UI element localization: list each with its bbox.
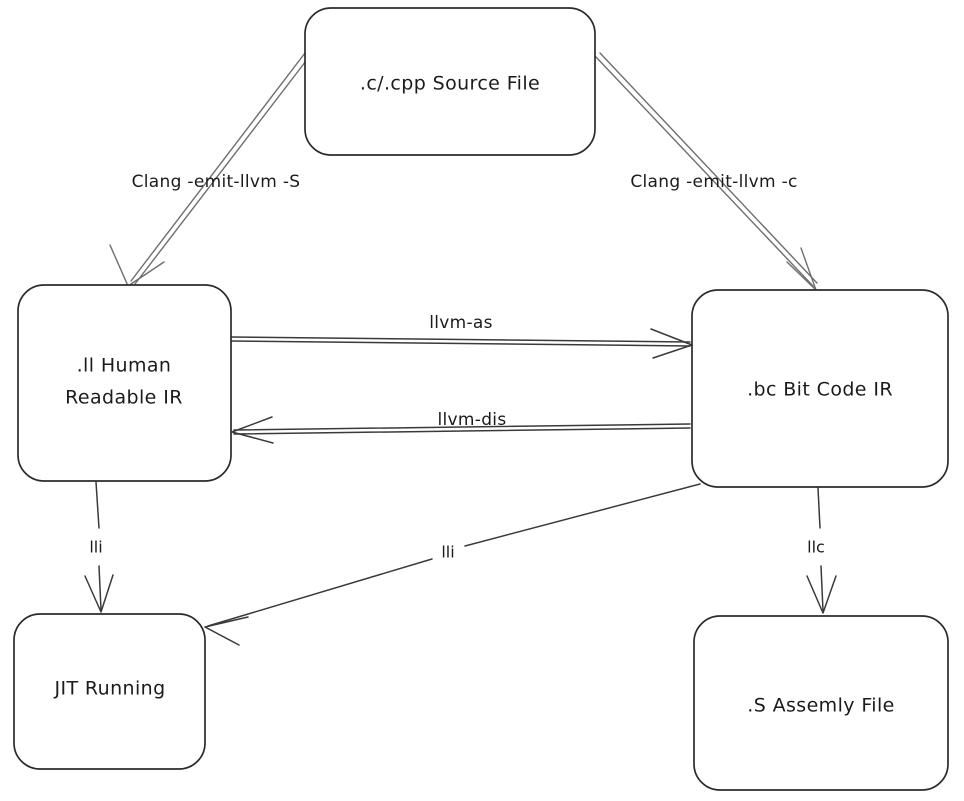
edge-label-clang-emit-llvm-c: Clang -emit-llvm -c [630, 172, 797, 192]
node-bc-ir[interactable]: .bc Bit Code IR [691, 289, 949, 488]
edge-label-lli-bc: lli [441, 543, 454, 562]
node-jit-running[interactable]: JIT Running [13, 613, 206, 770]
edge-ll-to-bc [230, 328, 693, 359]
edge-bc-to-ll-arrowhead [231, 416, 274, 444]
edge-ll-to-jit-stroke-bottom [98, 565, 102, 611]
edge-bc-to-jit [204, 483, 701, 646]
node-assembly-file[interactable]: .S Assemly File [693, 615, 949, 791]
edge-bc-to-jit-arrowhead [204, 616, 249, 646]
node-jit-running-shape [13, 613, 206, 770]
node-ll-ir[interactable]: .ll Human Readable IR [17, 284, 232, 482]
node-source-file-shape [304, 7, 596, 156]
node-ll-ir-shape [17, 284, 232, 482]
edge-ll-to-jit [84, 481, 114, 613]
edge-bc-to-asm-stroke-bottom [820, 565, 824, 612]
edge-source-to-ll-stroke-b [134, 56, 310, 285]
edge-source-to-ll-stroke-a [130, 52, 306, 282]
edge-source-to-bc-arrowhead [786, 247, 817, 291]
edge-ll-to-bc-stroke-b [230, 340, 691, 347]
node-bc-ir-shape [691, 289, 949, 488]
node-source-file-label: .c/.cpp Source File [360, 73, 540, 95]
edge-source-to-bc [595, 52, 818, 291]
edge-label-llvm-as: llvm-as [429, 313, 493, 333]
edge-bc-to-ll-stroke-a [233, 423, 691, 431]
edge-ll-to-bc-stroke-a [230, 336, 691, 343]
edge-label-llvm-dis: llvm-dis [438, 410, 507, 430]
edge-bc-to-asm [806, 487, 837, 614]
edge-source-to-bc-stroke-a [595, 56, 814, 287]
edge-bc-to-ll-stroke-b [233, 427, 691, 435]
node-ll-ir-label-line2: Readable IR [65, 387, 183, 409]
node-bc-ir-label: .bc Bit Code IR [747, 379, 893, 401]
edge-ll-to-jit-arrowhead [84, 574, 114, 613]
edge-source-to-bc-stroke-b [599, 52, 818, 284]
edge-bc-to-jit-stroke-top [464, 483, 701, 547]
edge-bc-to-ll [231, 416, 691, 444]
edge-ll-to-bc-arrowhead [650, 328, 693, 359]
edge-label-clang-emit-llvm-s: Clang -emit-llvm -S [132, 172, 301, 192]
edge-bc-to-asm-stroke-top [817, 487, 821, 529]
node-assembly-file-label: .S Assemly File [747, 695, 895, 717]
edge-label-llc: llc [807, 538, 825, 557]
edge-ll-to-jit-stroke-top [95, 481, 100, 529]
edge-bc-to-jit-stroke-bottom [207, 558, 433, 627]
node-jit-running-label: JIT Running [53, 678, 165, 700]
node-source-file[interactable]: .c/.cpp Source File [304, 7, 596, 156]
edge-bc-to-asm-arrowhead [806, 575, 837, 614]
edge-source-to-ll [109, 52, 310, 287]
edge-source-to-ll-arrowhead [109, 244, 165, 287]
edge-label-lli-ll: lli [89, 538, 102, 557]
node-ll-ir-label-line1: .ll Human [77, 355, 172, 377]
node-assembly-file-shape [693, 615, 949, 791]
